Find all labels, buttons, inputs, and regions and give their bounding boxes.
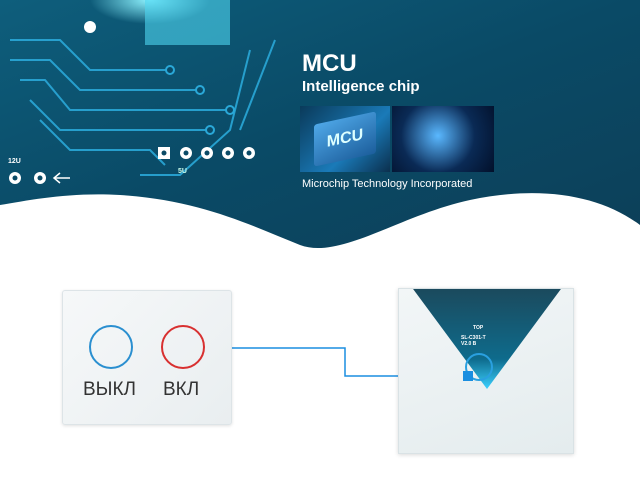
pcb-board-code: SL-C301-T V2.0 B xyxy=(461,335,486,347)
touch-ring-icon xyxy=(465,353,493,381)
off-ring-icon xyxy=(89,325,133,369)
mcu-chip-image: MCU xyxy=(300,106,390,172)
touch-switch-device: TOP SL-C301-T V2.0 B xyxy=(398,288,574,454)
pcb-label-5v: 5U xyxy=(178,168,187,175)
processor-image xyxy=(392,106,494,172)
connector-marker xyxy=(463,371,473,381)
pcb-top-label: TOP xyxy=(473,325,484,331)
switch-panel: ВЫКЛ ВКЛ xyxy=(62,290,232,425)
chip-label: MCU xyxy=(314,111,376,167)
on-label: ВКЛ xyxy=(163,379,200,400)
off-label: ВЫКЛ xyxy=(83,379,137,400)
banner-subtitle: Intelligence chip xyxy=(302,78,420,95)
banner-caption: Microchip Technology Incorporated xyxy=(302,178,473,190)
arrow-left-icon xyxy=(52,172,70,184)
pcb-label-12v: 12U xyxy=(8,158,21,165)
on-ring-icon xyxy=(161,325,205,369)
banner-title: MCU xyxy=(302,50,357,77)
